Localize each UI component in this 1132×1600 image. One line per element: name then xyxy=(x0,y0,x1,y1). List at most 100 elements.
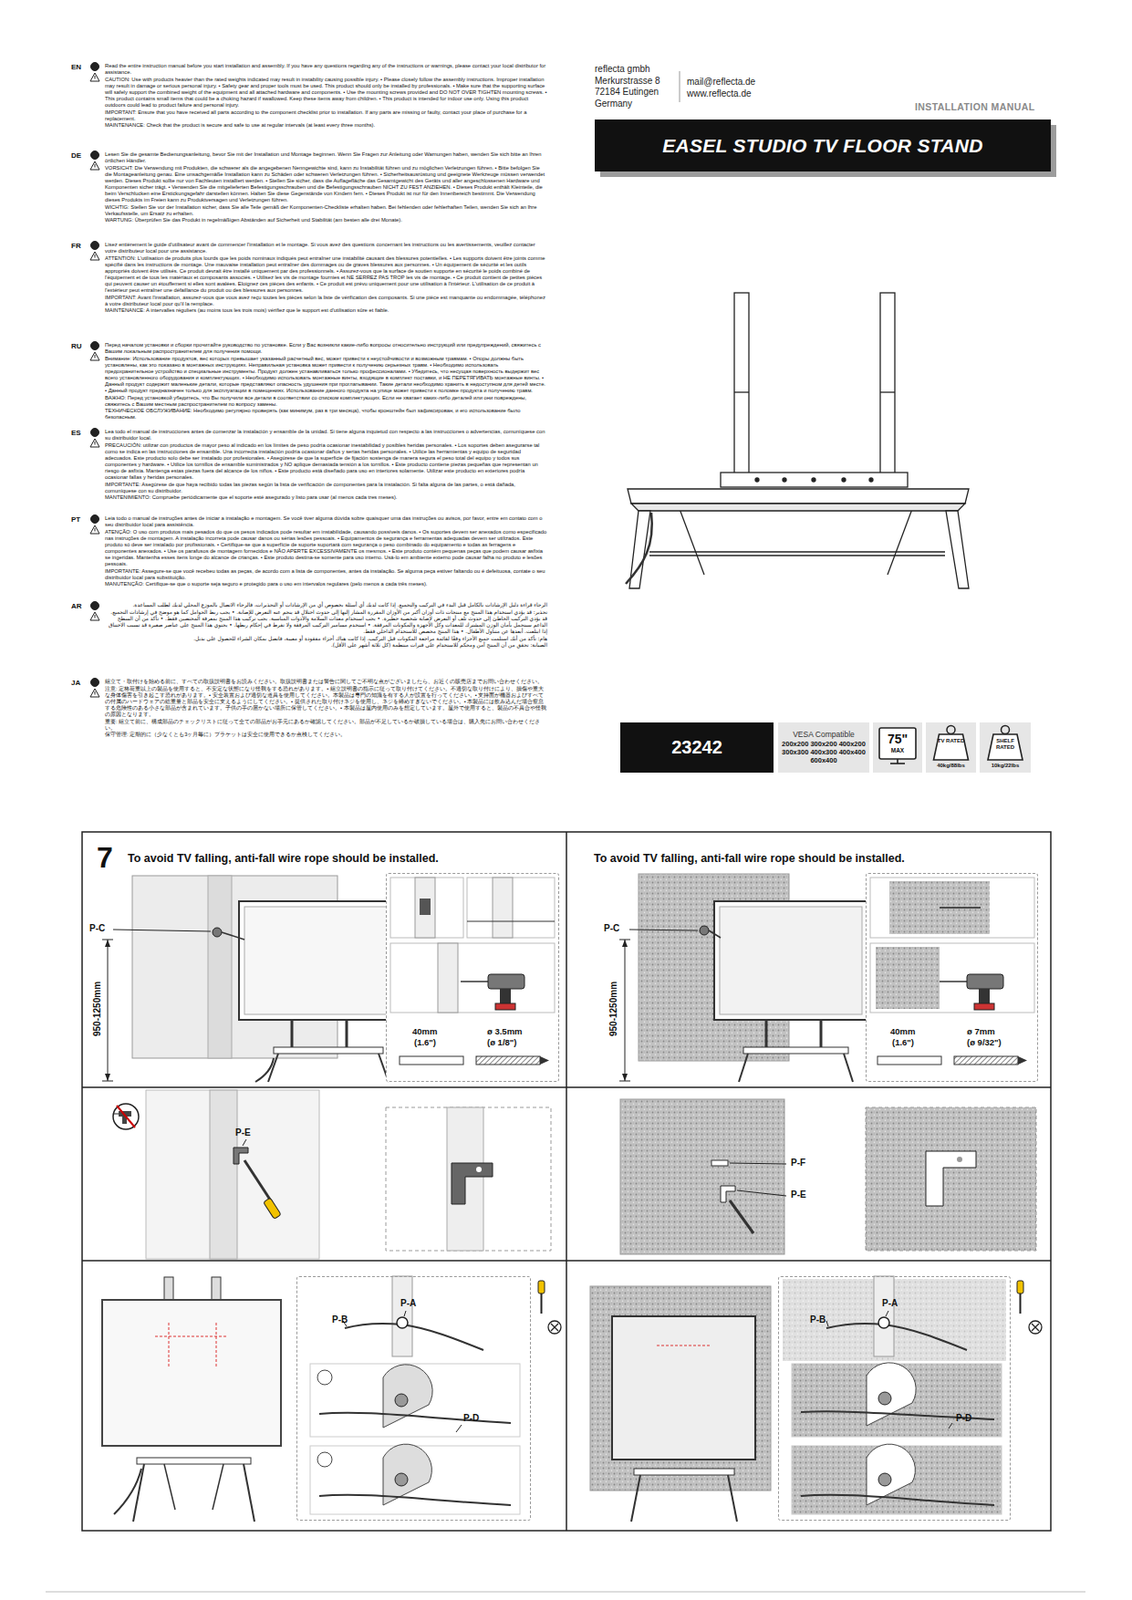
node-text: 40mm xyxy=(890,1027,915,1037)
language-icons xyxy=(90,62,100,698)
detail-inset: 40mm(1.6") ø 7mm(ø 9/32") xyxy=(865,872,1039,1082)
node-text: P-D xyxy=(955,1413,972,1423)
weight-rating: TV RATED 40kg/88lbs xyxy=(925,722,977,773)
step-panel: To avoid TV falling, anti-fall wire rope… xyxy=(566,831,1051,1088)
warning-text: Leia todo o manual de instruções antes d… xyxy=(104,515,548,529)
warning-text: WICHTIG: Stellen Sie vor der Installatio… xyxy=(104,204,548,218)
node-text: VESA Compatible xyxy=(792,729,855,739)
title-heading: EASEL STUDIO TV FLOOR STAND xyxy=(594,119,1051,172)
warning-block: Перед началом установки и сборки прочита… xyxy=(104,342,548,422)
warning-text: IMPORTANT: Ensure that you have received… xyxy=(104,109,548,123)
warning-text: ATENÇÃO: O uso com produtos mais pesados… xyxy=(104,529,548,568)
warning-text: Перед началом установки и сборки прочита… xyxy=(104,342,548,355)
warning-text: Lea todo el manual de instrucciones ante… xyxy=(104,428,548,442)
step-heading: To avoid TV falling, anti-fall wire rope… xyxy=(593,851,1032,866)
node-text: (1.6") xyxy=(414,1038,437,1048)
warning-text: تحذير: قد يؤدي استخدام هذا المنتج مع منت… xyxy=(104,609,548,635)
node-text: 40mm xyxy=(412,1027,437,1037)
part-label: P-C xyxy=(603,923,620,934)
contact-text: mail@reflecta.de www.reflecta.de xyxy=(686,76,782,100)
node-text: TV RATED xyxy=(936,737,966,745)
node-text: ø 3.5mm xyxy=(487,1027,523,1037)
bracket-illustration xyxy=(113,1090,551,1259)
node-text: MAX xyxy=(880,747,915,755)
warning-text: ATTENTION: L'utilisation de produits plu… xyxy=(104,255,548,294)
part-label: P-E xyxy=(790,1189,807,1200)
language-code: AR xyxy=(71,602,83,611)
node-text: 23242 xyxy=(671,737,723,759)
node-text: ø 7mm xyxy=(966,1027,996,1037)
warning-text: Lisez entièrement le guide d'utilisateur… xyxy=(104,241,548,255)
detail-inset: P-A P-B P-D xyxy=(778,1276,1011,1521)
warning-text: IMPORTANTE: Assegure-se que você recebeu… xyxy=(104,568,548,582)
warning-text: MAINTENANCE: Check that the product is s… xyxy=(104,122,548,129)
warning-text: 重要: 組立て前に、構成部品のチェックリストに従って全ての部品がお手元にあるか確… xyxy=(104,718,548,732)
warning-text: Внимание: Использование продуктов, вес к… xyxy=(104,355,548,395)
weight-rating: SHELF RATED10kg/22lbs xyxy=(979,722,1031,773)
product-number: 23242 xyxy=(620,722,774,773)
warning-block: الرجاء قراءة دليل الإرشادات بالكامل قبل … xyxy=(104,602,548,650)
warning-block: Leia todo o manual de instruções antes d… xyxy=(104,515,548,589)
warning-text: ВАЖНО: Перед установкой убедитесь, что В… xyxy=(104,394,548,408)
wall-mount-illustration xyxy=(102,872,560,1082)
language-code: FR xyxy=(71,241,82,250)
document-type: INSTALLATION MANUAL xyxy=(914,101,1035,113)
warning-block: Lesen Sie die gesamte Bedienungsanleitun… xyxy=(104,151,548,225)
warning-block: Lisez entièrement le guide d'utilisateur… xyxy=(104,241,548,315)
header-art xyxy=(594,71,1057,177)
warning-text: Lesen Sie die gesamte Bedienungsanleitun… xyxy=(104,151,548,165)
node-text: (ø 1/8") xyxy=(487,1038,517,1048)
vesa-box: VESA Compatible200x200 300x200 400x200 3… xyxy=(778,722,870,773)
address-text: reflecta gmbh Merkurstrasse 8 72184 Euti… xyxy=(594,63,672,110)
warning-text: VORSICHT: Die Verwendung mit Produkten, … xyxy=(104,165,548,204)
node-text: SHELF RATED xyxy=(990,737,1020,751)
warning-text: PRECAUCIÓN: utilizar con productos de ma… xyxy=(104,442,548,481)
part-label: P-F xyxy=(790,1157,806,1168)
language-code: ES xyxy=(71,428,82,437)
node-text: P-A xyxy=(400,1298,416,1309)
anchor-illustration xyxy=(620,1099,1037,1255)
warning-text: MANTENIMIENTO: Compruebe periódicamente … xyxy=(104,494,548,501)
language-code: EN xyxy=(71,62,82,72)
node-text: 200x200 300x200 400x200 300x300 400x300 … xyxy=(780,739,867,766)
node-text: P-B xyxy=(332,1315,348,1325)
step-heading: To avoid TV falling, anti-fall wire rope… xyxy=(127,851,557,866)
step-number: 7 xyxy=(96,842,125,873)
warning-text: هام: تأكد من أنك استلمت جميع الأجزاء وفق… xyxy=(104,635,548,643)
screen-size-box: 75"MAX xyxy=(872,722,923,773)
node-text: (1.6") xyxy=(892,1038,914,1048)
warning-text: الرجاء قراءة دليل الإرشادات بالكامل قبل … xyxy=(104,602,548,609)
language-code: PT xyxy=(71,515,81,524)
node-text: P-A xyxy=(882,1298,898,1309)
detail-inset: P-A P-B P-D xyxy=(296,1276,531,1521)
node-text: P-D xyxy=(463,1413,479,1423)
part-label: P-C xyxy=(89,923,105,934)
warning-block: Lea todo el manual de instrucciones ante… xyxy=(104,428,548,502)
language-code: DE xyxy=(71,151,82,160)
warning-text: IMPORTANTE: Asegúrese de que haya recibi… xyxy=(104,481,548,495)
part-label: P-E xyxy=(235,1127,251,1138)
step-frame xyxy=(82,831,1051,1531)
stand-illustration xyxy=(625,292,969,589)
warning-text: 組立て・取付けを始める前に、すべての取扱説明書をお読みください。取扱説明書または… xyxy=(104,678,548,686)
warning-text: CAUTION: Use with products heavier than … xyxy=(104,76,548,109)
node-text: 75" xyxy=(880,732,915,746)
detail-inset: 40mm(1.6") ø 3.5mm(ø 1/8") xyxy=(385,872,560,1082)
warning-text: 注意: 定格荷重以上の製品を使用すると、不安定な状態になり怪我をする恐れがありま… xyxy=(104,685,548,718)
rope-illustration xyxy=(102,1276,561,1522)
warning-text: IMPORTANT: Avant l'installation, assurez… xyxy=(104,294,548,308)
rope-wall-illustration xyxy=(590,1276,1042,1522)
node-text: (ø 9/32") xyxy=(966,1038,1002,1048)
warning-text: MAINTENANCE: A intervalles réguliers (au… xyxy=(104,307,548,314)
language-code: JA xyxy=(71,678,81,687)
warning-text: WARTUNG: Überprüfen Sie das Produkt in r… xyxy=(104,217,548,224)
warning-block: Read the entire instruction manual befor… xyxy=(104,62,548,130)
step-panel: 7To avoid TV falling, anti-fall wire rop… xyxy=(82,831,567,1088)
warning-text: 保守管理: 定期的に（少なくとも3ヶ月毎に）ブラケットは安全に使用できるか点検し… xyxy=(104,731,548,738)
warning-text: ТЕХНИЧЕСКОЕ ОБСЛУЖИВАНИЕ: Необходимо рег… xyxy=(104,407,548,421)
warning-block: 組立て・取付けを始める前に、すべての取扱説明書をお読みください。取扱説明書または… xyxy=(104,678,548,739)
dimension-label: 950-1250mm xyxy=(92,981,103,1037)
node-text: P-B xyxy=(810,1315,826,1325)
node-text: 40kg/88lbs xyxy=(925,762,977,769)
